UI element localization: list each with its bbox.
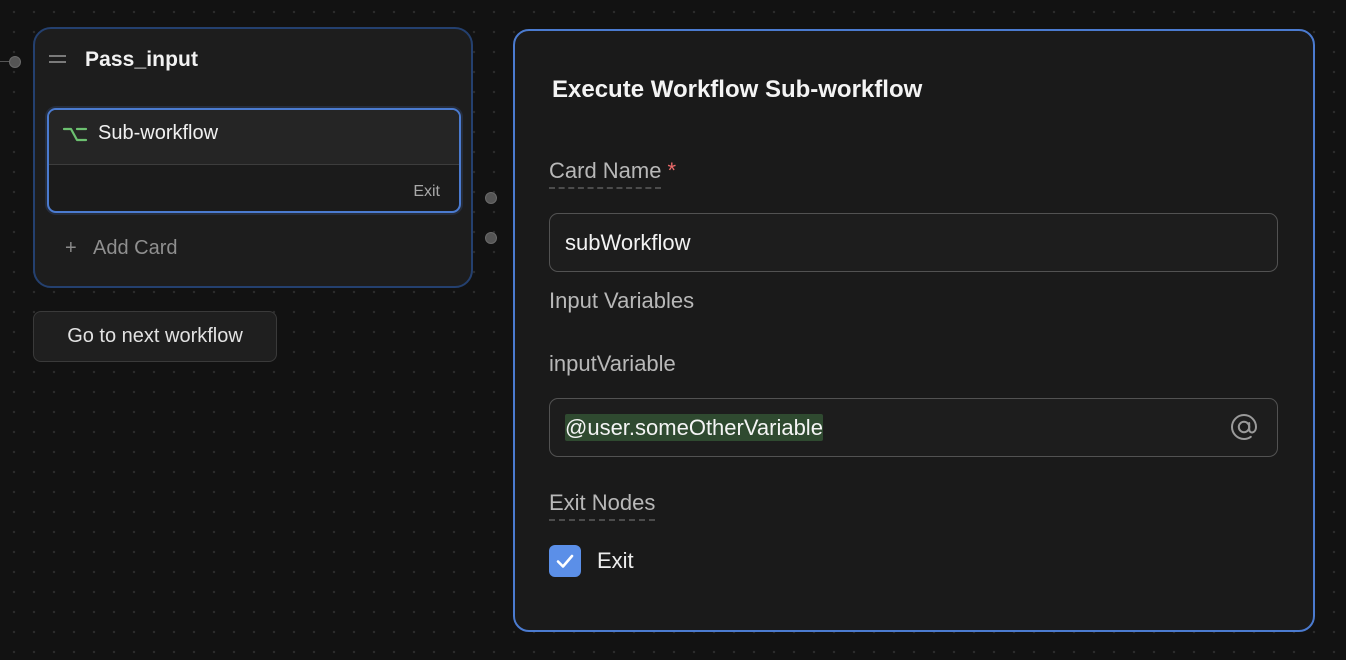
card-name-label: Card Name* — [549, 158, 677, 189]
incoming-connector-dot[interactable] — [9, 56, 21, 68]
exit-connector-dot[interactable] — [485, 192, 497, 204]
node-output-connector-dot[interactable] — [485, 232, 497, 244]
add-card-button[interactable]: + Add Card — [65, 237, 178, 260]
input-variables-heading: Input Variables — [549, 288, 695, 313]
at-sign-icon[interactable] — [1229, 412, 1259, 442]
workflow-node[interactable]: Pass_input Sub-workflow Exit + Add Card — [33, 27, 473, 288]
add-card-label: Add Card — [93, 237, 178, 259]
exit-nodes-label-text: Exit Nodes — [549, 490, 656, 521]
exit-checkbox-label[interactable]: Exit — [597, 548, 634, 573]
exit-nodes-label: Exit Nodes — [549, 490, 656, 521]
panel-title: Execute Workflow Sub-workflow — [552, 76, 923, 103]
exit-checkbox[interactable] — [549, 545, 581, 577]
incoming-connector-line — [0, 61, 10, 62]
input-variable-name: inputVariable — [549, 351, 676, 376]
card-name-input[interactable]: subWorkflow — [549, 213, 1278, 272]
input-variable-field[interactable]: @user.someOtherVariable — [549, 398, 1278, 457]
card-settings-panel: Execute Workflow Sub-workflow Card Name*… — [513, 29, 1315, 632]
subworkflow-branch-icon — [62, 127, 88, 142]
plus-icon: + — [65, 237, 77, 259]
drag-handle-icon[interactable] — [49, 55, 66, 63]
card-exit-label: Exit — [413, 183, 440, 200]
node-title: Pass_input — [85, 48, 199, 71]
card-name-label-text: Card Name — [549, 158, 662, 189]
checkmark-icon — [556, 554, 574, 568]
card-title: Sub-workflow — [98, 122, 219, 144]
subworkflow-card[interactable]: Sub-workflow Exit — [47, 108, 461, 213]
required-marker: * — [667, 158, 677, 183]
card-name-value: subWorkflow — [565, 230, 691, 255]
go-to-next-workflow-button[interactable]: Go to next workflow — [33, 311, 277, 362]
variable-reference-chip[interactable]: @user.someOtherVariable — [565, 414, 823, 441]
card-header[interactable]: Sub-workflow — [49, 110, 459, 165]
